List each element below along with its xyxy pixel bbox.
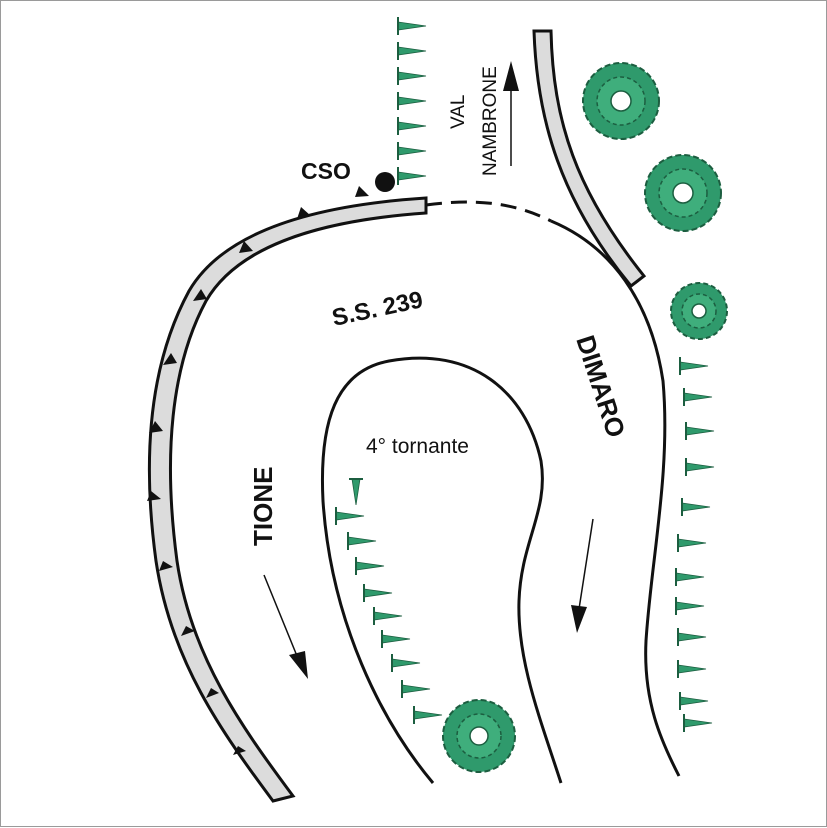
flow-arrow-tione bbox=[263, 574, 308, 679]
road-label: S.S. 239 bbox=[330, 286, 426, 332]
grass-tufts-top bbox=[397, 16, 427, 186]
dimaro-label: DIMARO bbox=[570, 332, 631, 442]
protection-barrier-outer bbox=[147, 196, 428, 803]
road-outer-edge bbox=[550, 219, 681, 777]
tree-canopy-icon bbox=[670, 282, 728, 340]
flow-arrow-val bbox=[503, 61, 519, 166]
monitoring-point-icon bbox=[375, 172, 395, 192]
flow-arrow-dimaro bbox=[571, 518, 594, 633]
hairpin-label: 4° tornante bbox=[366, 435, 469, 458]
cso-label: CSO bbox=[301, 158, 351, 184]
road-dashed-section bbox=[425, 200, 552, 223]
tione-label: TIONE bbox=[248, 467, 278, 546]
tree-canopy-icon bbox=[442, 699, 516, 773]
val-nambrone-label-line1: VAL bbox=[448, 94, 469, 129]
tree-canopy-icon bbox=[644, 154, 722, 232]
tree-canopy-icon bbox=[582, 62, 660, 140]
protection-barrier-upper bbox=[532, 29, 647, 289]
grass-tufts-inner bbox=[335, 478, 443, 725]
scarp-triangles bbox=[147, 186, 369, 755]
val-nambrone-label-line2: NAMBRONE bbox=[480, 66, 501, 176]
road-inner-loop bbox=[320, 356, 563, 784]
grass-tufts-right bbox=[675, 356, 715, 733]
